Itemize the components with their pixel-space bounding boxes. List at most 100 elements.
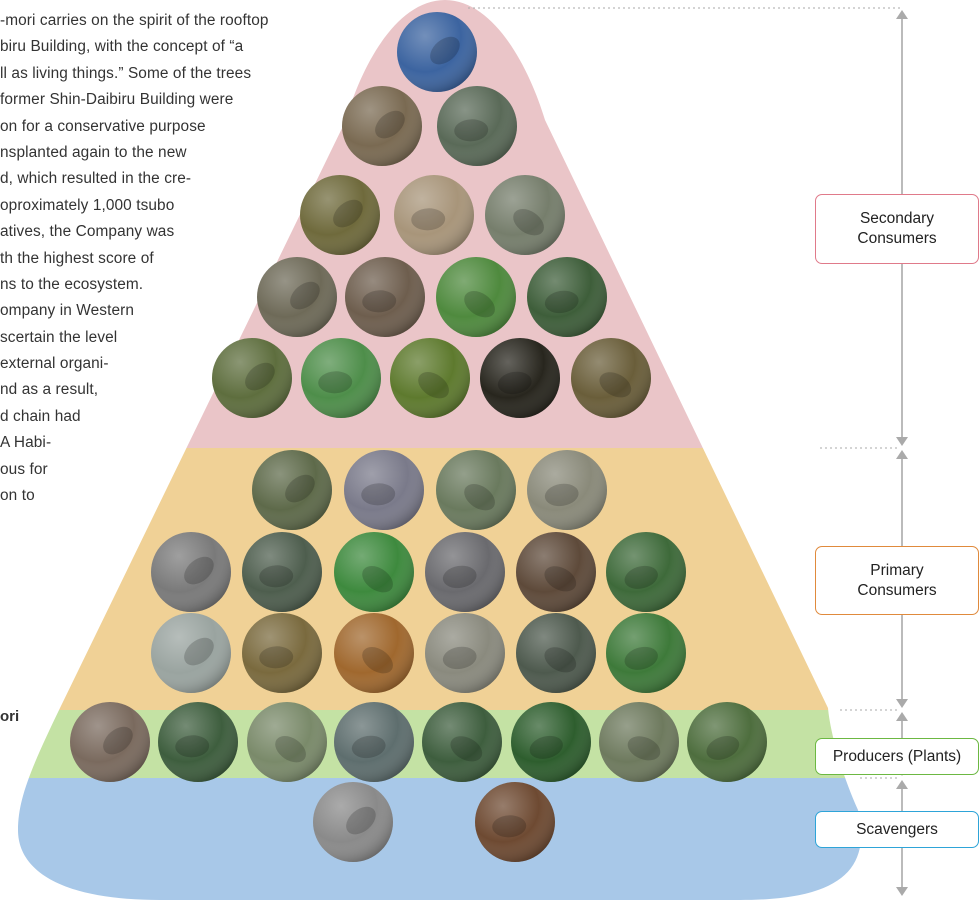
article-line: -mori carries on the spirit of the rooft… (0, 12, 269, 29)
photo-shading (151, 532, 231, 612)
photo-subject (624, 646, 658, 670)
photo-shading (242, 613, 322, 693)
primary-species-photo (334, 613, 414, 693)
photo-subject (333, 199, 363, 228)
secondary-species-photo (300, 175, 380, 255)
article-line: biru Building, with the concept of “a (0, 38, 244, 56)
photo-shading (212, 338, 292, 418)
producers-species-photo (511, 702, 591, 782)
scale-primary-arrow-up-icon (896, 450, 908, 459)
scavengers-species-photo (313, 782, 393, 862)
primary-species-photo (516, 532, 596, 612)
photo-subject (450, 736, 483, 762)
secondary-species-photo (394, 175, 474, 255)
photo-shading (527, 257, 607, 337)
photo-subject (418, 372, 449, 399)
photo-subject (361, 483, 396, 506)
photo-subject (624, 565, 658, 589)
photo-subject (497, 371, 532, 395)
scale-secondary-arrow-up-icon (896, 10, 908, 19)
scale-producers-arrow-up-icon (896, 712, 908, 721)
secondary-species-photo (342, 86, 422, 166)
article-line: th the highest score of (0, 249, 154, 267)
photo-shading (527, 450, 607, 530)
photo-shading (300, 175, 380, 255)
primary-species-photo (516, 613, 596, 693)
producers-species-photo (599, 702, 679, 782)
photo-shading (516, 532, 596, 612)
photo-shading (425, 613, 505, 693)
photo-shading (511, 702, 591, 782)
photo-subject (706, 735, 740, 760)
photo-shading (425, 532, 505, 612)
scale-secondary-arrow-down-icon (896, 437, 908, 446)
photo-subject (464, 484, 495, 511)
primary-species-photo (344, 450, 424, 530)
photo-subject (346, 806, 376, 835)
photo-shading (334, 702, 414, 782)
photo-subject (599, 372, 632, 398)
secondary-species-photo (436, 257, 516, 337)
photo-subject (285, 474, 315, 503)
figure-caption: ori (0, 708, 20, 725)
article-line: atives, the Company was (0, 223, 175, 241)
primary-species-photo (334, 532, 414, 612)
photo-shading (437, 86, 517, 166)
secondary-species-photo (301, 338, 381, 418)
article-line: ns to the ecosystem. (0, 275, 144, 293)
photo-subject (318, 371, 353, 394)
article-line: nsplanted again to the new (0, 143, 187, 161)
article-line: scertain the level (0, 328, 118, 346)
photo-shading (334, 613, 414, 693)
photo-subject (454, 119, 489, 142)
scavengers-band (18, 778, 862, 900)
photo-shading (252, 450, 332, 530)
scavengers-species-photo (475, 782, 555, 862)
photo-subject (351, 735, 386, 759)
photo-shading (485, 175, 565, 255)
article-line: A Habi- (0, 434, 52, 452)
photo-subject (544, 483, 579, 507)
photo-shading (436, 450, 516, 530)
scale-scavengers-arrow-up-icon (896, 780, 908, 789)
producers-species-photo (422, 702, 502, 782)
photo-shading (334, 532, 414, 612)
article-line: d, which resulted in the cre- (0, 170, 192, 188)
photo-shading (606, 532, 686, 612)
primary-species-photo (425, 613, 505, 693)
photo-subject (290, 281, 320, 310)
producers-species-photo (70, 702, 150, 782)
photo-shading (436, 257, 516, 337)
photo-shading (422, 702, 502, 782)
photo-shading (599, 702, 679, 782)
photo-subject (362, 290, 397, 313)
photo-shading (516, 613, 596, 693)
photo-subject (411, 208, 446, 231)
secondary-species-photo (480, 338, 560, 418)
article-line: ous for (0, 460, 48, 478)
secondary-species-photo (437, 86, 517, 166)
photo-shading (158, 702, 238, 782)
photo-subject (362, 566, 393, 593)
photo-subject (544, 290, 579, 314)
secondary-species-photo (571, 338, 651, 418)
primary-species-photo (606, 613, 686, 693)
producers-species-photo (334, 702, 414, 782)
photo-shading (342, 86, 422, 166)
photo-shading (394, 175, 474, 255)
primary-species-photo (151, 532, 231, 612)
secondary-species-photo (212, 338, 292, 418)
secondary-species-photo (527, 257, 607, 337)
photo-subject (375, 110, 405, 139)
secondary-species-photo (397, 12, 477, 92)
photo-subject (259, 646, 294, 669)
photo-subject (245, 362, 275, 391)
photo-subject (442, 646, 477, 670)
article-text: -mori carries on the spirit of the rooft… (0, 8, 269, 509)
photo-shading (301, 338, 381, 418)
scale-scavengers-arrow-down-icon (896, 887, 908, 896)
photo-subject (362, 647, 393, 674)
primary-species-photo (527, 450, 607, 530)
